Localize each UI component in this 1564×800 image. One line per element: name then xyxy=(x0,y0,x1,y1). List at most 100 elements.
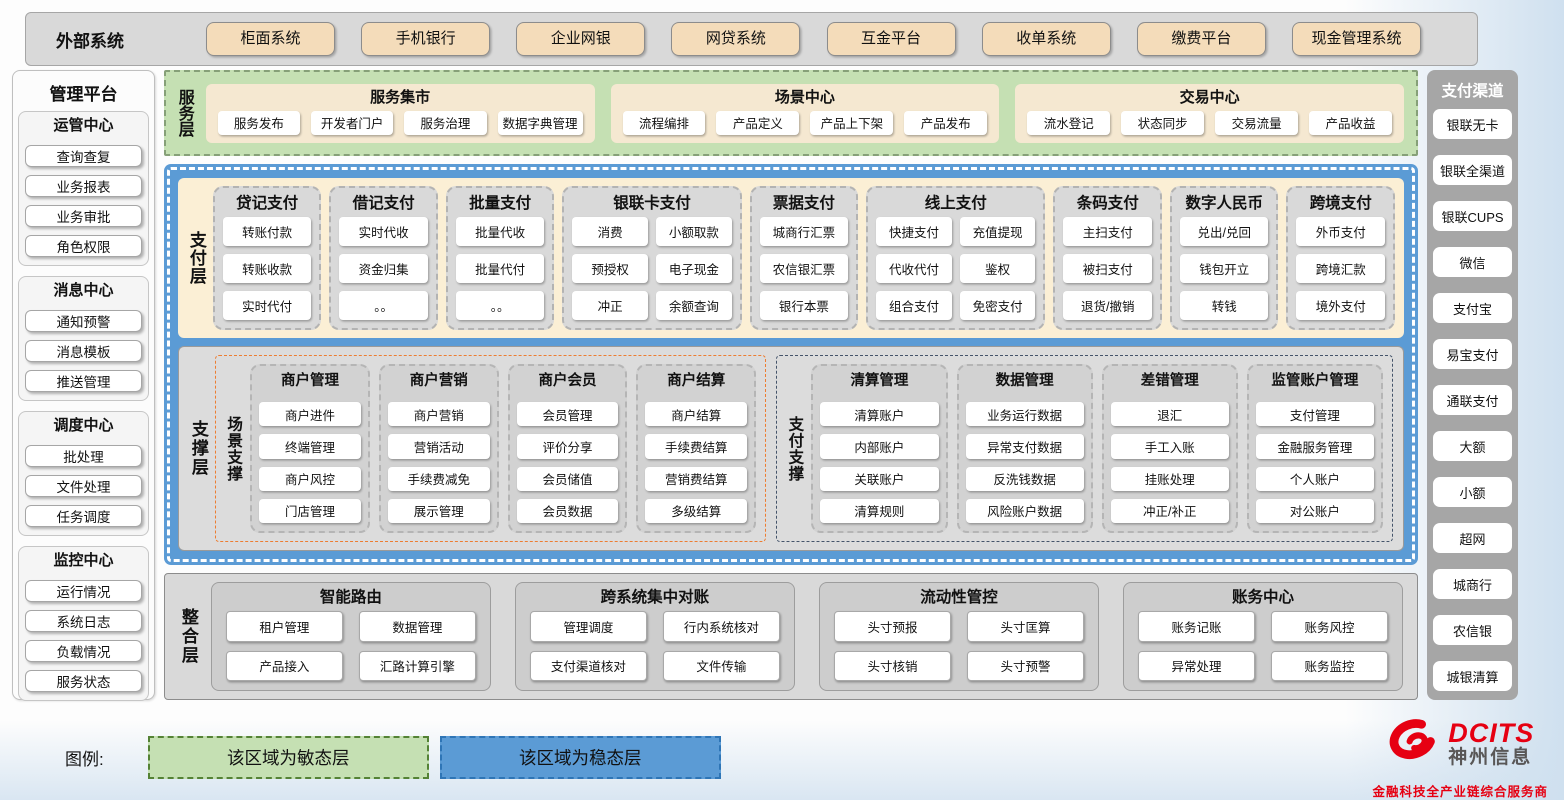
support-sections: 场景支撑商户管理商户进件终端管理商户风控门店管理商户营销商户营销营销活动手续费减… xyxy=(214,355,1393,542)
payment-item-button: 转账收款 xyxy=(222,254,312,283)
support-item-button: 冲正/补正 xyxy=(1110,498,1229,523)
payment-group-items: 主扫支付被扫支付退货/撤销 xyxy=(1063,217,1152,320)
service-item-button: 开发者门户 xyxy=(311,110,394,135)
service-item-button: 流程编排 xyxy=(622,110,706,135)
integration-module: 跨系统集中对账管理调度行内系统核对支付渠道核对文件传输 xyxy=(514,582,795,691)
support-item-button: 业务运行数据 xyxy=(965,402,1084,427)
management-item-button: 业务报表 xyxy=(25,175,142,197)
support-group-title: 商户营销 xyxy=(409,373,468,389)
payment-group: 票据支付城商行汇票农信银汇票银行本票 xyxy=(749,186,859,330)
service-item-button: 产品上下架 xyxy=(810,110,894,135)
service-item-button: 数据字典管理 xyxy=(497,110,583,135)
support-item-button: 多级结算 xyxy=(645,498,748,523)
support-item-button: 会员储值 xyxy=(516,466,619,491)
payment-layer: 支付层 贷记支付转账付款转账收款实时代付借记支付实时代收资金归集。。批量支付批量… xyxy=(178,178,1404,338)
support-item-button: 营销活动 xyxy=(387,434,490,459)
integration-module-title: 流动性管控 xyxy=(920,589,998,606)
support-item-button: 商户进件 xyxy=(259,402,361,427)
payment-item-button: 被扫支付 xyxy=(1063,254,1152,283)
payment-item-button: 组合支付 xyxy=(876,291,952,320)
payment-channel-button: 超网 xyxy=(1433,523,1512,553)
payment-group: 条码支付主扫支付被扫支付退货/撤销 xyxy=(1053,186,1162,330)
logo-tagline: 金融科技全产业链综合服务商 xyxy=(1372,784,1548,799)
support-item-button: 关联账户 xyxy=(820,466,939,491)
payment-item-button: 退货/撤销 xyxy=(1063,291,1152,320)
management-group: 运管中心查询查复业务报表业务审批角色权限 xyxy=(18,111,149,266)
dcits-swirl-icon xyxy=(1386,715,1444,776)
payment-support-label: 支付支撑 xyxy=(786,415,804,482)
service-item-button: 流水登记 xyxy=(1027,110,1111,135)
support-group-title: 商户结算 xyxy=(667,373,726,389)
support-item-button: 清算账户 xyxy=(820,402,939,427)
payment-channel-button: 银联无卡 xyxy=(1433,109,1512,139)
payment-group-title: 借记支付 xyxy=(352,195,415,212)
support-item-button: 商户风控 xyxy=(259,466,361,491)
payment-channel-button: 银联全渠道 xyxy=(1433,155,1512,185)
integration-item-button: 头寸核销 xyxy=(833,650,951,681)
payment-channel-button: 城商行 xyxy=(1433,569,1512,599)
support-item-button: 会员数据 xyxy=(516,498,619,523)
support-item-button: 清算规则 xyxy=(820,498,939,523)
payment-item-button: 电子现金 xyxy=(656,254,732,283)
external-systems-label: 外部系统 xyxy=(56,31,124,51)
payment-group-title: 贷记支付 xyxy=(236,195,299,212)
integration-item-button: 租户管理 xyxy=(225,611,343,642)
payment-item-button: 预授权 xyxy=(572,254,648,283)
support-group-title: 商户会员 xyxy=(538,373,597,389)
external-system-button: 手机银行 xyxy=(361,22,491,56)
payment-item-button: 跨境汇款 xyxy=(1296,254,1385,283)
payment-channel-button: 大额 xyxy=(1433,431,1512,461)
service-item-button: 产品定义 xyxy=(716,110,800,135)
integration-item-button: 头寸预警 xyxy=(966,650,1084,681)
service-item-button: 交易流量 xyxy=(1215,110,1299,135)
payment-item-button: 。。 xyxy=(455,291,545,320)
stable-layer-container: 支付层 贷记支付转账付款转账收款实时代付借记支付实时代收资金归集。。批量支付批量… xyxy=(167,167,1415,562)
support-group-title: 清算管理 xyxy=(850,373,909,389)
integration-item-button: 产品接入 xyxy=(225,650,343,681)
support-group: 清算管理清算账户内部账户关联账户清算规则 xyxy=(811,364,948,533)
support-group-title: 差错管理 xyxy=(1140,373,1199,389)
integration-modules: 智能路由租户管理数据管理产品接入汇路计算引擎跨系统集中对账管理调度行内系统核对支… xyxy=(210,582,1404,691)
payment-group-title: 批量支付 xyxy=(469,195,532,212)
payment-channel-button: 农信银 xyxy=(1433,615,1512,645)
management-item-button: 负载情况 xyxy=(25,640,142,662)
payment-item-button: 冲正 xyxy=(572,291,648,320)
support-item-button: 内部账户 xyxy=(820,434,939,459)
scene-support-section: 场景支撑商户管理商户进件终端管理商户风控门店管理商户营销商户营销营销活动手续费减… xyxy=(214,355,767,542)
management-group-title: 消息中心 xyxy=(53,282,114,299)
service-item-button: 服务发布 xyxy=(217,110,301,135)
external-systems-bar: 外部系统 柜面系统手机银行企业网银网贷系统互金平台收单系统缴费平台现金管理系统 xyxy=(25,12,1478,66)
external-system-button: 互金平台 xyxy=(826,22,956,56)
service-center-items: 服务发布开发者门户服务治理数据字典管理 xyxy=(217,110,583,135)
support-item-button: 支付管理 xyxy=(1255,402,1374,427)
payment-item-button: 余额查询 xyxy=(656,291,732,320)
payment-group-items: 兑出/兑回钱包开立转钱 xyxy=(1179,217,1269,320)
payment-item-button: 代收代付 xyxy=(876,254,952,283)
support-item-button: 对公账户 xyxy=(1255,498,1374,523)
payment-channel-button: 微信 xyxy=(1433,247,1512,277)
payment-group: 贷记支付转账付款转账收款实时代付 xyxy=(212,186,322,330)
support-group-title: 监管账户管理 xyxy=(1271,373,1359,389)
integration-module-title: 账务中心 xyxy=(1232,589,1295,606)
integration-layer: 整合层 智能路由租户管理数据管理产品接入汇路计算引擎跨系统集中对账管理调度行内系… xyxy=(164,573,1418,700)
payment-channel-button: 通联支付 xyxy=(1433,385,1512,415)
payment-item-button: 充值提现 xyxy=(959,217,1036,246)
payment-group-items: 实时代收资金归集。。 xyxy=(339,217,428,320)
support-item-button: 终端管理 xyxy=(259,434,361,459)
management-platform-title: 管理平台 xyxy=(49,85,118,104)
payment-group-title: 线上支付 xyxy=(924,195,987,212)
integration-item-button: 支付渠道核对 xyxy=(529,650,647,681)
logo-row: DCITS 神州信息 xyxy=(1386,715,1534,776)
management-item-button: 查询查复 xyxy=(25,145,142,167)
scene-support-label: 场景支撑 xyxy=(225,415,243,482)
payment-item-button: 钱包开立 xyxy=(1179,254,1269,283)
payment-item-button: 资金归集 xyxy=(339,254,428,283)
integration-item-button: 行内系统核对 xyxy=(662,611,780,642)
payment-item-button: 。。 xyxy=(339,291,428,320)
payment-group: 银联卡支付消费小额取款预授权电子现金冲正余额查询 xyxy=(562,186,742,330)
service-item-button: 状态同步 xyxy=(1121,110,1205,135)
support-item-button: 异常支付数据 xyxy=(965,434,1084,459)
payment-item-button: 转钱 xyxy=(1179,291,1269,320)
support-item-button: 营销费结算 xyxy=(645,466,748,491)
payment-support-section: 支付支撑清算管理清算账户内部账户关联账户清算规则数据管理业务运行数据异常支付数据… xyxy=(776,355,1393,542)
